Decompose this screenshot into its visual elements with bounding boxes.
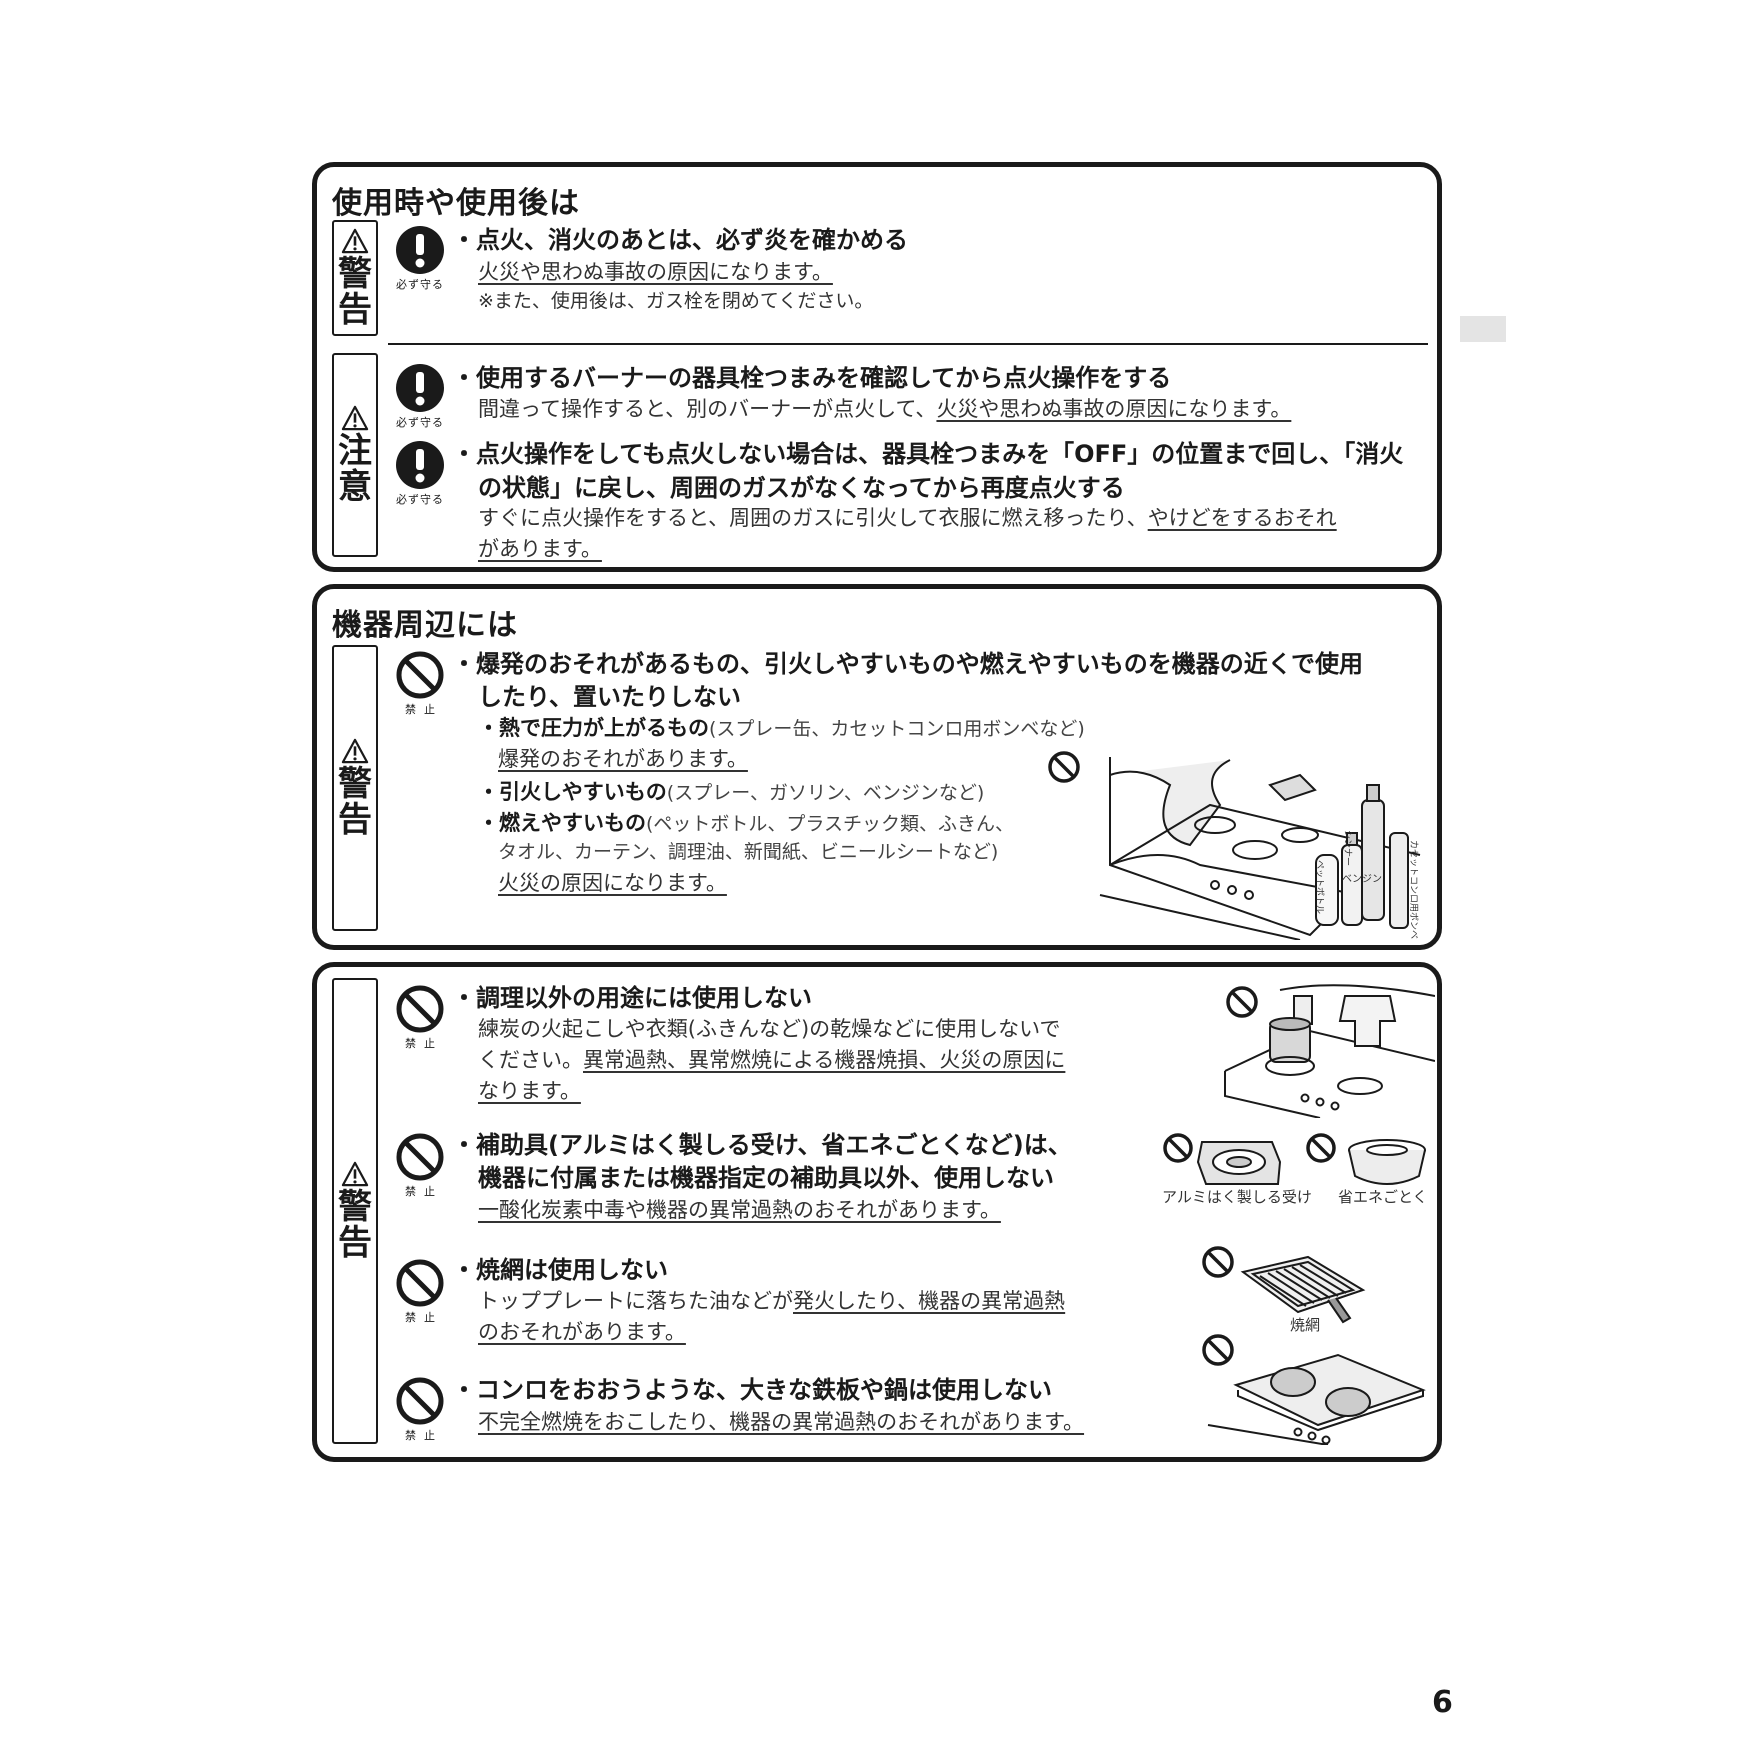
warning-triangle-icon [341,1161,369,1187]
acc-item4-body: 不完全燃焼をおこしたり、機器の異常過熱のおそれがあります。 [478,1410,1085,1434]
prohibit-icon-s2: 禁止 [390,650,450,717]
prohibit-icon-s3-3: 禁止 [390,1258,450,1325]
warning-label-2: 警 告 [332,645,378,931]
must-follow-icon [395,225,445,275]
illus-label-benzine: ベンジン [1342,874,1382,885]
section-surroundings-title: 機器周辺には [332,608,518,643]
surroundings-head2: したり、置いたりしない [478,683,742,711]
illus-label-cassette-cylinder: カセットコンロ用ボンベ [1408,840,1418,940]
surroundings-head1: ・爆発のおそれがあるもの、引火しやすいものや燃えやすいものを機器の近くで使用 [452,650,1364,678]
surroundings-sub1: ・熱で圧力が上がるもの(スプレー缶、カセットコンロ用ボンベなど) [478,716,1085,740]
acc-item1-body2: ください。異常過熱、異常燃焼による機器焼損、火災の原因に [478,1048,1066,1072]
surroundings-sub3-cont: タオル、カーテン、調理油、新聞紙、ビニールシートなど) [498,841,999,863]
usage-item2-head: ・使用するバーナーの器具栓つまみを確認してから点火操作をする [452,364,1172,392]
warning-triangle-icon [341,738,369,764]
must-follow-icon [395,440,445,490]
prohibit-icon [395,1376,445,1426]
section-surroundings-panel [312,584,1442,950]
prohibit-icon [395,984,445,1034]
illus-label-pet-bottle: ペットボトル [1314,860,1324,915]
illus-label-thinner: シンナー [1342,830,1352,867]
usage-item1-body2: ※また、使用後は、ガス栓を閉めてください。 [478,290,874,312]
energy-saving-trivet-illustration [1306,1133,1426,1185]
usage-item3-body1: すぐに点火操作をすると、周囲のガスに引火して衣服に燃え移ったり、やけどをするおそ… [478,506,1337,530]
acc-item2-head2: 機器に付属または機器指定の補助具以外、使用しない [478,1164,1054,1192]
large-iron-plate-illustration [1202,1334,1426,1445]
prohibit-icon [395,650,445,700]
caption-grill-net: 焼網 [1290,1316,1321,1334]
prohibit-icon-s3-1: 禁止 [390,984,450,1051]
usage-item1-head: ・点火、消火のあとは、必ず炎を確かめる [452,226,908,254]
acc-item3-body2: のおそれがあります。 [478,1320,686,1344]
caution-label: 注 意 [332,353,378,557]
page-number: 6 [1432,1685,1453,1720]
usage-item3-body2: があります。 [478,537,602,561]
acc-item4-head: ・コンロをおおうような、大きな鉄板や鍋は使用しない [452,1376,1052,1404]
must-follow-icon [395,363,445,413]
acc-item1-head: ・調理以外の用途には使用しない [452,984,812,1012]
must-icon-2: 必ず守る [390,363,450,430]
warning-triangle-icon [341,228,369,254]
acc-item1-body3: なります。 [478,1079,581,1103]
must-icon-1: 必ず守る [390,225,450,292]
charcoal-drying-illustration [1224,984,1435,1118]
acc-item2-head1: ・補助具(アルミはく製しる受け、省エネごとくなど)は、 [452,1131,1072,1159]
grill-net-illustration [1202,1246,1366,1324]
surroundings-sub2: ・引火しやすいもの(スプレー、ガソリン、ベンジンなど) [478,780,985,804]
usage-item3-head1: ・点火操作をしても点火しない場合は、器具栓つまみを「OFF」の位置まで回し、「消… [452,440,1404,468]
must-icon-3: 必ず守る [390,440,450,507]
prohibit-icon [395,1258,445,1308]
aluminum-drip-tray-illustration [1163,1133,1282,1185]
usage-divider [388,343,1428,345]
acc-item3-body1: トッププレートに落ちた油などが発火したり、機器の異常過熱 [478,1289,1066,1313]
section-usage-panel [312,162,1442,572]
acc-item1-body1: 練炭の火起こしや衣類(ふきんなど)の乾燥などに使用しないで [478,1017,1061,1041]
surroundings-sub1-note: 爆発のおそれがあります。 [498,747,748,771]
side-index-tab [1460,316,1506,342]
prohibit-icon-s3-2: 禁止 [390,1132,450,1199]
warning-label-3: 警 告 [332,978,378,1444]
surroundings-sub3: ・燃えやすいもの(ペットボトル、プラスチック類、ふきん、 [478,811,1015,835]
usage-item2-body: 間違って操作すると、別のバーナーが点火して、火災や思わぬ事故の原因になります。 [478,397,1292,421]
section-usage-title: 使用時や使用後は [332,186,580,221]
usage-item1-body1: 火災や思わぬ事故の原因になります。 [478,260,833,284]
prohibit-icon [395,1132,445,1182]
usage-item3-head2: の状態」に戻し、周囲のガスがなくなってから再度点火する [478,474,1125,502]
prohibit-icon-s3-4: 禁止 [390,1376,450,1443]
section-accessories-panel [312,962,1442,1462]
warning-label-1: 警 告 [332,220,378,336]
caption-energy-trivet: 省エネごとく [1338,1188,1428,1206]
caption-aluminum-tray: アルミはく製しる受け [1162,1188,1312,1206]
flammables-near-stove-illustration [1048,751,1421,940]
acc-item2-body: 一酸化炭素中毒や機器の異常過熱のおそれがあります。 [478,1198,1001,1222]
surroundings-sub3-note: 火災の原因になります。 [498,871,727,895]
acc-item3-head: ・焼網は使用しない [452,1256,668,1284]
caution-triangle-icon [341,405,369,431]
